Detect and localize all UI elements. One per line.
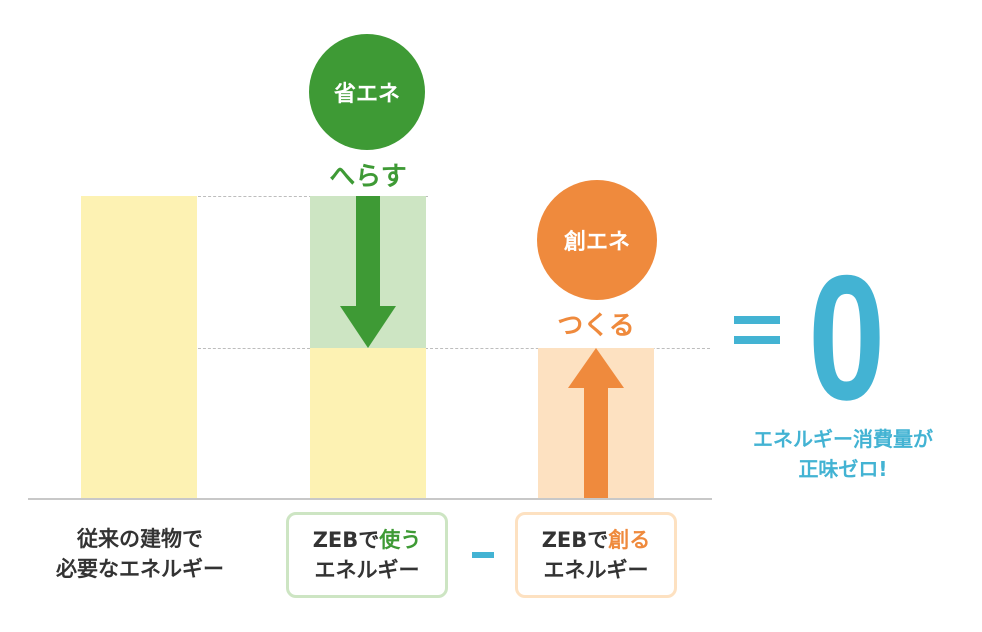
equals-sign — [734, 300, 780, 360]
used-energy-bar — [310, 348, 426, 498]
energy-creation-circle: 創エネ — [537, 180, 657, 300]
down-arrow-icon — [340, 196, 396, 348]
create-caption: つくる — [557, 311, 635, 341]
energy-creation-label: 創エネ — [563, 230, 630, 255]
energy-saving-label: 省エネ — [333, 82, 400, 107]
energy-saving-circle: 省エネ — [309, 34, 425, 150]
zeb-used-energy-box: ZEBで使う エネルギー — [286, 512, 448, 598]
minus-sign — [472, 552, 494, 558]
guide-line-middle-left — [198, 348, 310, 349]
baseline — [28, 498, 712, 500]
create-verb: 創る — [608, 528, 651, 552]
net-zero-caption-line1: エネルギー消費量が — [753, 427, 933, 451]
zero-value: 0 — [808, 238, 886, 437]
use-verb: 使う — [379, 528, 422, 552]
net-zero-caption: エネルギー消費量が 正味ゼロ! — [728, 424, 958, 484]
zeb-created-energy-box: ZEBで創る エネルギー — [515, 512, 677, 598]
up-arrow-icon — [568, 348, 624, 498]
conventional-energy-label: 従来の建物で 必要なエネルギー — [56, 527, 224, 581]
conventional-energy-bar — [81, 196, 197, 498]
net-zero-caption-line2: 正味ゼロ! — [798, 457, 888, 481]
reduce-caption: へらす — [329, 162, 407, 192]
